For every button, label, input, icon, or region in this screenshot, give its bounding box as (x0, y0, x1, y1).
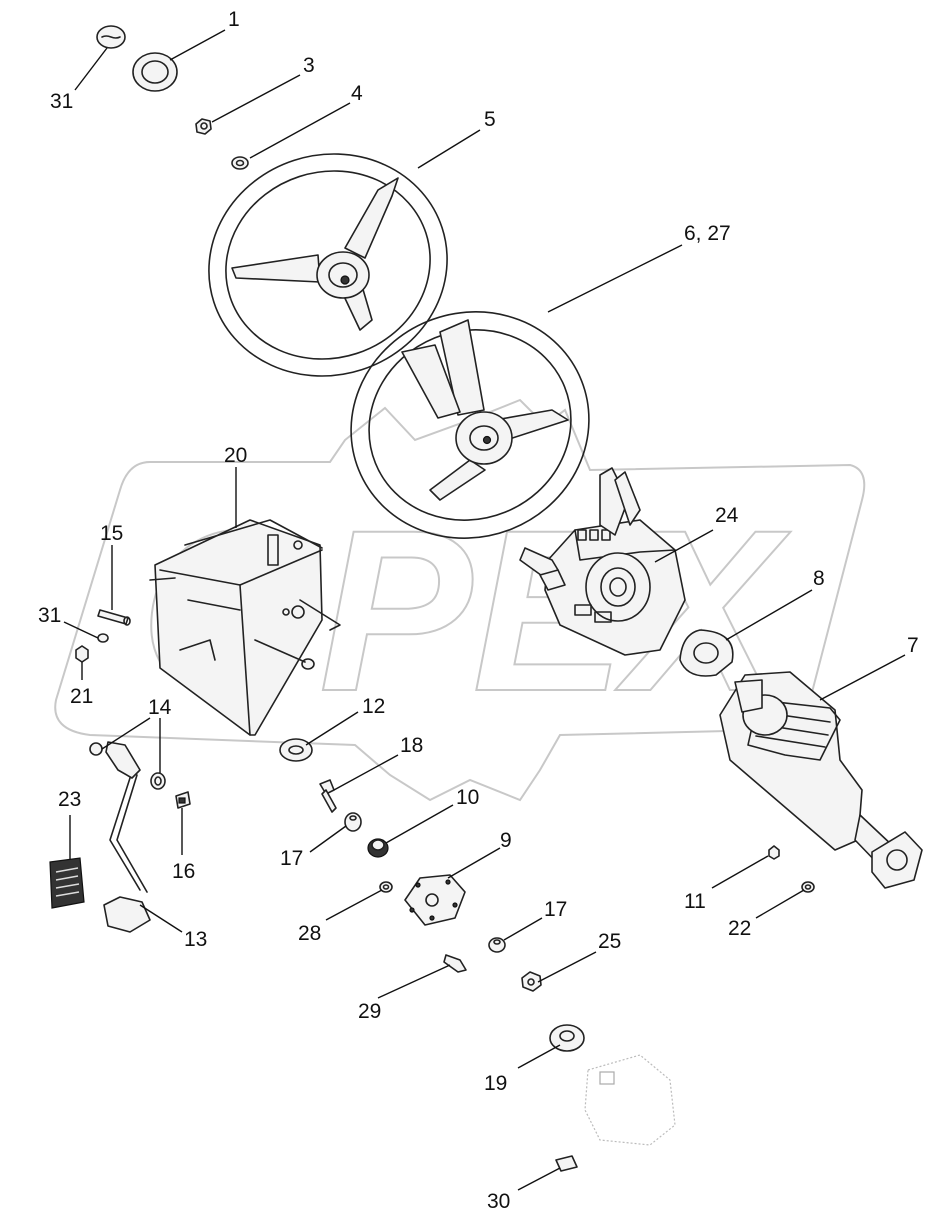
part-16-clip (175, 791, 191, 809)
callout-17-upper: 17 (280, 847, 303, 870)
callout-12: 12 (362, 695, 385, 718)
callout-31-top: 31 (50, 90, 73, 113)
callout-labels: 1 31 3 4 5 6, 27 20 15 31 21 14 23 16 13… (38, 8, 919, 1213)
callout-5: 5 (484, 108, 496, 131)
callout-25: 25 (598, 930, 621, 953)
part-31-cap (96, 25, 126, 49)
callout-16: 16 (172, 860, 195, 883)
part-20-pedal-bracket (149, 519, 341, 736)
faint-component-outline (584, 1054, 676, 1146)
part-11-nut (768, 845, 780, 860)
callout-14: 14 (148, 696, 172, 719)
callout-29: 29 (358, 1000, 381, 1023)
callout-17-lower: 17 (544, 898, 567, 921)
callout-23: 23 (58, 788, 81, 811)
part-15-pin (97, 609, 131, 626)
part-23-pedal-pad (49, 857, 85, 909)
part-10-bushing (367, 838, 389, 858)
part-8-ring (679, 629, 734, 677)
leader-lines (63, 29, 906, 1191)
callout-13: 13 (184, 928, 207, 951)
part-7-steering-column (719, 671, 923, 889)
part-14-bushing-right (150, 772, 166, 790)
part-13-pedal (103, 741, 151, 933)
callout-22: 22 (728, 917, 751, 940)
part-4-washer (231, 156, 249, 170)
callout-11: 11 (684, 890, 706, 913)
callout-9: 9 (500, 829, 512, 852)
callout-18: 18 (400, 734, 423, 757)
callout-1: 1 (228, 8, 240, 31)
part-18-bolt (319, 779, 337, 813)
part-14-bushing-left (89, 742, 103, 756)
part-17-spacer-upper (344, 812, 362, 832)
callout-8: 8 (813, 567, 825, 590)
part-29-bolt (443, 954, 467, 973)
part-28-washer (379, 881, 393, 893)
part-24-control-console (519, 467, 686, 656)
callout-15: 15 (100, 522, 123, 545)
callout-6-27: 6, 27 (684, 222, 731, 245)
part-31-washer (97, 633, 109, 643)
part-22-washer (801, 881, 815, 893)
part-30-clip (555, 1155, 578, 1172)
callout-4: 4 (351, 82, 363, 105)
callout-30: 30 (487, 1190, 510, 1213)
part-3-nut (195, 118, 212, 135)
part-9-plate (404, 874, 466, 926)
callout-19: 19 (484, 1072, 507, 1095)
callout-21: 21 (70, 685, 93, 708)
callout-20: 20 (224, 444, 247, 467)
callout-3: 3 (303, 54, 315, 77)
part-12-washer (279, 738, 313, 762)
callout-10: 10 (456, 786, 479, 809)
part-6-27-steering-wheel (350, 311, 590, 539)
callout-28: 28 (298, 922, 321, 945)
part-5-steering-wheel (208, 153, 448, 377)
callout-31-left: 31 (38, 604, 61, 627)
part-17-spacer-lower (488, 937, 506, 953)
callout-24: 24 (715, 504, 739, 527)
part-25-nut (521, 971, 542, 992)
part-21-nut (75, 645, 89, 663)
part-19-washer (549, 1024, 585, 1052)
part-1-cover (132, 52, 178, 92)
callout-7: 7 (907, 634, 919, 657)
